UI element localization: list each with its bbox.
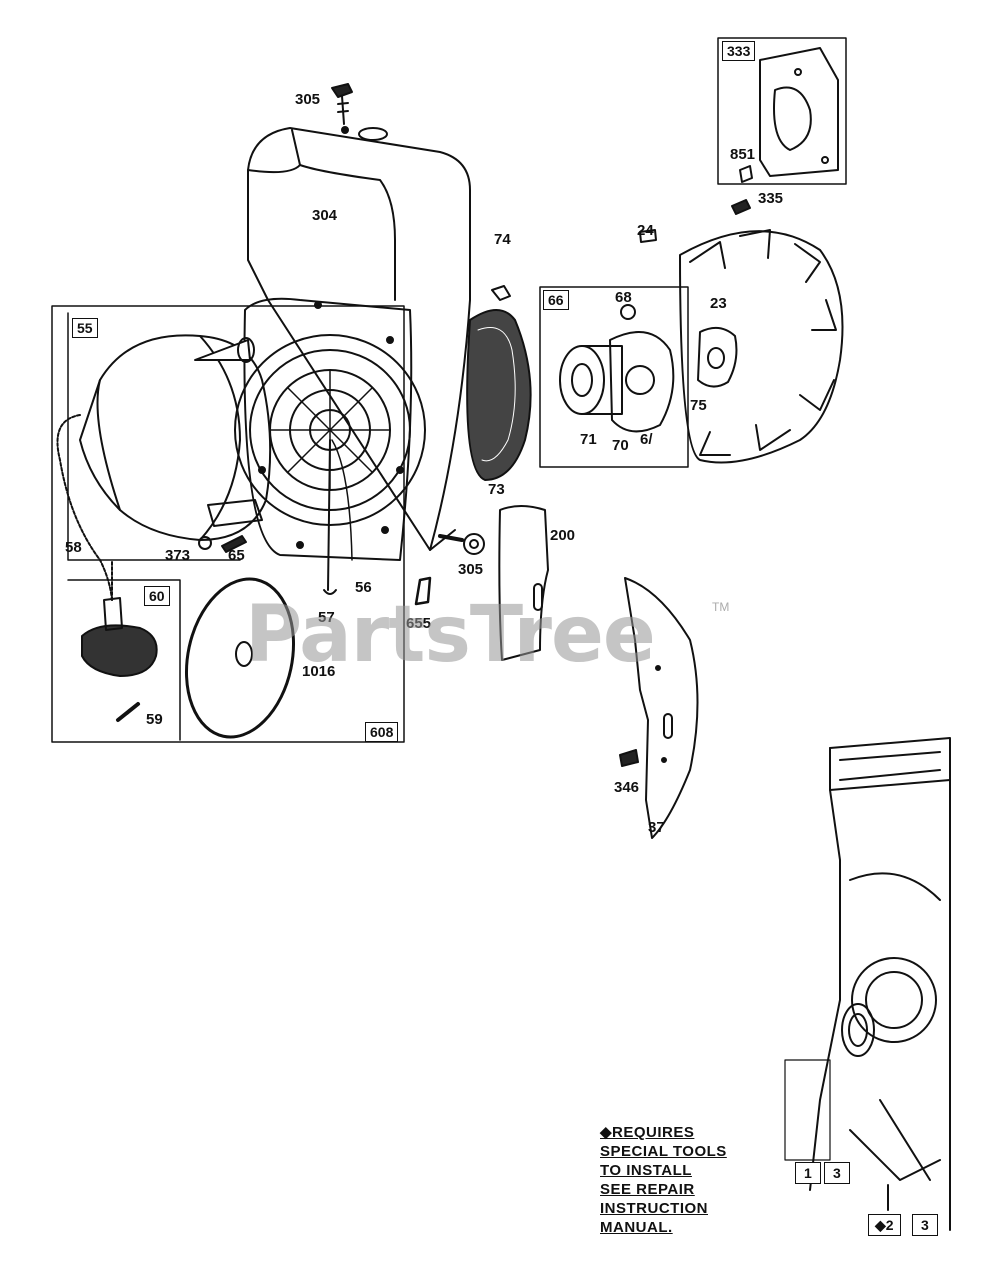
screw-65 bbox=[221, 535, 247, 553]
label-68: 68 bbox=[615, 289, 632, 306]
label-608: 608 bbox=[365, 722, 399, 742]
label-851: 851 bbox=[730, 146, 756, 163]
engine-block bbox=[809, 737, 951, 1231]
label-74: 74 bbox=[494, 231, 511, 248]
ref-box-1: 1 bbox=[795, 1162, 821, 1184]
back-plate-37 bbox=[624, 577, 699, 839]
label-373: 373 bbox=[165, 547, 191, 564]
starter-clutch-71 bbox=[559, 345, 623, 415]
screw-346 bbox=[619, 749, 639, 767]
label-200: 200 bbox=[550, 527, 576, 544]
key-24 bbox=[639, 229, 657, 243]
label-56: 56 bbox=[355, 579, 372, 596]
note-line-1: ◆REQUIRES bbox=[600, 1124, 695, 1141]
label-71: 71 bbox=[580, 431, 597, 448]
note-line-6: MANUAL. bbox=[600, 1219, 673, 1236]
starter-handle-60 bbox=[81, 559, 158, 677]
label-70: 70 bbox=[612, 437, 629, 454]
flywheel-23 bbox=[679, 229, 844, 464]
label-24: 24 bbox=[637, 222, 654, 239]
label-58: 58 bbox=[65, 539, 82, 556]
trademark-mark: TM bbox=[712, 600, 730, 614]
special-tools-note: ◆REQUIRES SPECIAL TOOLS TO INSTALL SEE R… bbox=[600, 1123, 727, 1237]
bolt-305-top bbox=[331, 83, 353, 125]
label-75: 75 bbox=[690, 397, 707, 414]
starter-cover-55 bbox=[79, 334, 272, 541]
note-line-5: INSTRUCTION bbox=[600, 1200, 708, 1217]
label-333: 333 bbox=[722, 41, 756, 61]
starter-rope-57 bbox=[327, 439, 331, 591]
label-65: 65 bbox=[228, 547, 245, 564]
label-655: 655 bbox=[406, 615, 432, 632]
ref-box-3b: 3 bbox=[912, 1214, 938, 1236]
starter-rope-58 bbox=[56, 414, 113, 601]
label-66: 66 bbox=[543, 290, 569, 310]
ref-box-2: ◆2 bbox=[868, 1214, 901, 1236]
label-305-top: 305 bbox=[295, 91, 321, 108]
note-line-3: TO INSTALL bbox=[600, 1162, 692, 1179]
label-73: 73 bbox=[488, 481, 505, 498]
screw-74 bbox=[491, 285, 511, 301]
ignition-armature-333 bbox=[759, 47, 839, 177]
label-55: 55 bbox=[72, 318, 98, 338]
retainer-disk-1016 bbox=[184, 577, 296, 739]
label-37: 37 bbox=[648, 819, 665, 836]
clip-655 bbox=[414, 576, 432, 606]
label-67: 6/ bbox=[640, 431, 653, 448]
label-23: 23 bbox=[710, 295, 727, 312]
bolt-305-lower bbox=[438, 533, 485, 555]
label-60: 60 bbox=[144, 586, 170, 606]
starter-assembly-box-608 bbox=[51, 305, 405, 743]
label-346: 346 bbox=[614, 779, 640, 796]
pin-59 bbox=[116, 702, 140, 722]
ground-wire-851 bbox=[739, 165, 753, 183]
label-59: 59 bbox=[146, 711, 163, 728]
label-57: 57 bbox=[318, 609, 335, 626]
screw-335 bbox=[731, 199, 751, 215]
label-335: 335 bbox=[758, 190, 784, 207]
note-line-2: SPECIAL TOOLS bbox=[600, 1143, 727, 1160]
ratchet-70 bbox=[609, 331, 675, 433]
ball-68 bbox=[620, 304, 636, 320]
armature-box-333 bbox=[717, 37, 847, 185]
washer-373 bbox=[198, 536, 212, 550]
ref-box-3a: 3 bbox=[824, 1162, 850, 1184]
spring-56 bbox=[331, 439, 353, 561]
label-1016: 1016 bbox=[302, 663, 336, 680]
rotating-screen-73 bbox=[466, 309, 532, 481]
air-guide-200 bbox=[498, 505, 549, 661]
note-line-4: SEE REPAIR bbox=[600, 1181, 695, 1198]
clutch-assembly-box-66 bbox=[539, 286, 689, 468]
label-305-lower: 305 bbox=[458, 561, 484, 578]
label-304: 304 bbox=[312, 207, 338, 224]
partstree-watermark: PartsTree bbox=[245, 590, 656, 680]
blower-housing-304 bbox=[234, 126, 471, 561]
